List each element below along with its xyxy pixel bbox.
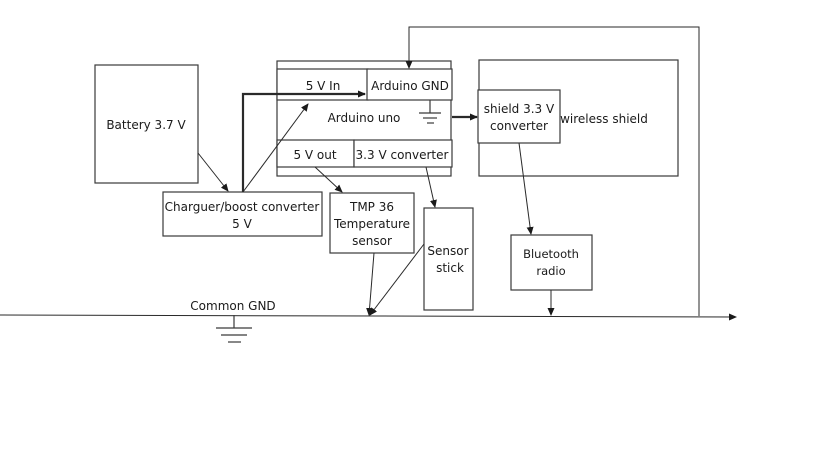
tmp36-block: TMP 36 Temperature sensor <box>329 192 415 254</box>
sensor-stick-label-line1: Sensor <box>427 244 468 258</box>
arduino-5v-in-label: 5 V In <box>306 79 341 93</box>
wireless-shield-block: wireless shield shield 3.3 V converter <box>477 59 679 177</box>
arduino-gnd-port <box>366 68 453 101</box>
charger-block: Charguer/boost converter 5 V <box>162 191 323 237</box>
charger-to-5v-in-wire <box>242 103 309 193</box>
bluetooth-block: Bluetooth radio <box>510 234 593 291</box>
sensor-stick-label-line2: stick <box>436 261 464 275</box>
shield-converter-block <box>477 89 561 144</box>
arduino-label: Arduino uno <box>328 111 401 125</box>
5v-out-to-tmp36-wire <box>314 166 343 193</box>
arduino-5v-out-label: 5 V out <box>293 148 336 162</box>
tmp36-label-line1: TMP 36 <box>349 200 394 214</box>
arduino-ground-icon <box>419 100 441 124</box>
bluetooth-label-line1: Bluetooth <box>523 247 579 261</box>
3v3-to-sensor-stick-wire <box>425 166 437 208</box>
tmp36-label-line2: Temperature <box>333 217 410 231</box>
sensor-stick-to-gnd-wire <box>369 243 425 316</box>
arduino-gnd-label: Arduino GND <box>371 79 449 93</box>
common-gnd-label: Common GND <box>190 299 275 313</box>
charger-to-5v-in-power-wire <box>241 90 366 192</box>
bluetooth-label-line2: radio <box>536 264 565 278</box>
wireless-shield-label: wireless shield <box>560 112 648 126</box>
common-gnd-bus: Common GND <box>0 299 737 343</box>
tmp36-label-line3: sensor <box>352 234 392 248</box>
gnd-return-to-arduino-gnd-wire <box>405 26 700 316</box>
arduino-5v-out-port <box>276 139 355 168</box>
shield-converter-label-line1: shield 3.3 V <box>484 102 555 116</box>
arduino-3v3-converter-label: 3.3 V converter <box>356 148 449 162</box>
battery-label: Battery 3.7 V <box>106 118 186 132</box>
arduino-block: 5 V In Arduino GND Arduino uno 5 V out 3… <box>276 60 453 177</box>
sensor-stick-block: Sensor stick <box>423 207 474 311</box>
charger-label-line2: 5 V <box>232 217 252 231</box>
battery-to-charger-wire <box>197 152 229 192</box>
shield-to-bluetooth-wire <box>518 142 534 235</box>
battery-block: Battery 3.7 V <box>94 64 199 184</box>
arduino-3v3-converter-port <box>353 139 453 168</box>
common-ground-icon <box>216 315 252 343</box>
shield-converter-label-line2: converter <box>490 119 548 133</box>
tmp36-to-gnd-wire <box>366 252 375 316</box>
charger-label-line1: Charguer/boost converter <box>165 200 320 214</box>
